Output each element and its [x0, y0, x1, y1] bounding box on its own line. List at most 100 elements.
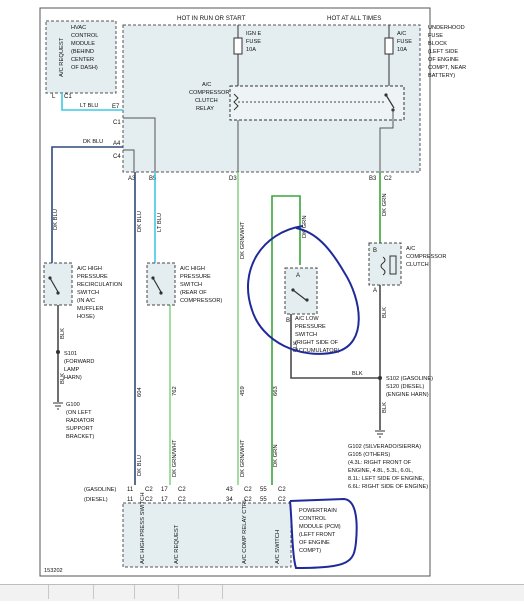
- hvac-line3: MODULE: [71, 41, 95, 47]
- pcm-input-ac-request: A/C REQUEST: [174, 524, 180, 564]
- hp-switch-line3: SWITCH: [180, 282, 202, 288]
- header-hot-in-run: HOT IN RUN OR START: [177, 15, 246, 22]
- pin-a3: A3: [128, 176, 136, 182]
- toolbar-tab-1[interactable]: [0, 585, 49, 599]
- s101-line1: S101: [64, 351, 77, 357]
- hp-switch-line2: PRESSURE: [180, 274, 211, 280]
- hvac-pin-c1: C1: [64, 94, 72, 100]
- g102-line1: G102 (SILVERADO/SIERRA): [348, 444, 421, 450]
- blk-label-recirc: BLK: [60, 328, 66, 339]
- g102-line5: 8.1L: LEFT SIDE OF ENGINE,: [348, 476, 425, 482]
- hvac-line2: CONTROL: [71, 33, 98, 39]
- svg-text:C2: C2: [178, 487, 186, 493]
- ign-fuse-line3: 10A: [246, 47, 256, 53]
- hvac-line4: (BEHIND: [71, 49, 94, 55]
- header-hot-at-all-times: HOT AT ALL TIMES: [327, 15, 381, 22]
- wire-459-number: 459: [240, 386, 246, 396]
- blk-label-lp: BLK: [293, 341, 299, 352]
- fuse-block-line6: COMPT, NEAR: [428, 65, 466, 71]
- ign-fuse-symbol: [233, 37, 243, 55]
- lt-blu-label-top: LT BLU: [80, 103, 98, 109]
- ground-icon-g102: [375, 430, 385, 438]
- pin-b5: B5: [149, 176, 157, 182]
- ground-icon-g100: [53, 402, 63, 410]
- pcm-input-hp-switch: A/C HIGH PRESS SWITCH: [140, 492, 146, 564]
- relay-line4: RELAY: [196, 106, 214, 112]
- hp-recirc-line5: (IN A/C: [77, 298, 95, 304]
- svg-text:17: 17: [161, 487, 168, 493]
- wire-604-label: DK BLU: [137, 211, 143, 232]
- fuse-block-line5: OF ENGINE: [428, 57, 459, 63]
- toolbar-tab-4[interactable]: [134, 585, 179, 599]
- g100-line3: RADIATOR: [66, 418, 94, 424]
- hvac-module-box: [45, 20, 117, 94]
- fuse-block-line7: BATTERY): [428, 73, 455, 79]
- svg-text:43: 43: [226, 487, 233, 493]
- fuse-block-line3: BLOCK: [428, 41, 447, 47]
- fuse-block-line4: (LEFT SIDE: [428, 49, 458, 55]
- wire-762-label: DK GRN/WHT: [172, 439, 178, 477]
- ac-fuse-line2: FUSE: [397, 39, 412, 45]
- lp-switch-line3: SWITCH: [295, 332, 317, 338]
- g100-line2: (ON LEFT: [66, 410, 92, 416]
- lp-switch-icon: [292, 289, 307, 301]
- pcm-input-ac-switch: A/C SWITCH: [275, 530, 281, 564]
- wire-459-label: DK GRN/WHT: [240, 221, 246, 259]
- s101-line3: LAMP: [64, 367, 80, 373]
- svg-text:17: 17: [161, 497, 168, 503]
- internal-b3-route: [379, 110, 394, 172]
- hp-recirc-switch-box: [43, 262, 73, 306]
- svg-text:11: 11: [127, 487, 134, 493]
- relay-line1: A/C: [202, 82, 211, 88]
- wire-604-number: 604: [137, 387, 143, 397]
- toolbar-tab-2[interactable]: [48, 585, 94, 599]
- figure-id: 153202: [44, 568, 63, 574]
- wire-459-label-bottom: DK GRN/WHT: [240, 439, 246, 477]
- clutch-line2: COMPRESSOR: [406, 254, 446, 260]
- clutch-coil-icon: [380, 256, 386, 276]
- toolbar-tab-5[interactable]: [178, 585, 223, 599]
- hp-switch-line5: COMPRESSOR): [180, 298, 222, 304]
- pcm-input-relay-ctrl: A/C COMP RELAY CTRL: [242, 498, 248, 564]
- g100-line1: G100: [66, 402, 80, 408]
- pin-c4: C4: [113, 154, 121, 160]
- hp-switch-line4: (REAR OF: [180, 290, 207, 296]
- diagram-frame: [39, 7, 431, 577]
- pcm-line4: (LEFT FRONT: [299, 532, 336, 538]
- blk-label-recirc-2: BLK: [60, 373, 66, 384]
- ac-fuse-line3: 10A: [397, 47, 407, 53]
- svg-text:34: 34: [226, 497, 233, 503]
- g102-line2: G105 (OTHERS): [348, 452, 390, 458]
- hvac-line5: CENTER: [71, 57, 94, 63]
- g102-line4: ENGINE, 4.8L, 5.3L, 6.0L,: [348, 468, 413, 474]
- wire-dk-blu-a4: [51, 146, 123, 265]
- svg-text:C2: C2: [244, 497, 252, 503]
- lp-switch-box: [284, 267, 318, 315]
- relay-line3: CLUTCH: [195, 98, 218, 104]
- hvac-pin-l: L: [52, 94, 56, 100]
- g100-line5: BRACKET): [66, 434, 94, 440]
- pcm-line3: MODULE (PCM): [299, 524, 341, 530]
- s102-line3: (ENGINE HARN): [386, 392, 429, 398]
- s101-line4: HARN): [64, 375, 82, 381]
- hp-switch-box: [146, 262, 176, 306]
- pin-b3: B3: [369, 176, 377, 182]
- pcm-line5: OF ENGINE: [299, 540, 330, 546]
- svg-text:C2: C2: [178, 497, 186, 503]
- svg-text:55: 55: [260, 497, 267, 503]
- lp-switch-line1: A/C LOW: [295, 316, 319, 322]
- s101-splice: [56, 350, 60, 354]
- lp-switch-line5: ACCUMULATOR): [295, 348, 340, 354]
- wire-762-number: 762: [172, 386, 178, 396]
- lp-dk-grn-label: DK GRN: [302, 215, 308, 238]
- clutch-pin-b: B: [373, 248, 377, 254]
- wire-663-label: DK GRN: [273, 444, 279, 467]
- hp-recirc-line2: PRESSURE: [77, 274, 108, 280]
- pin-d3: D3: [229, 176, 237, 182]
- s101-line2: (FORWARD: [64, 359, 94, 365]
- relay-line2: COMPRESSOR: [189, 90, 229, 96]
- toolbar-tab-3[interactable]: [93, 585, 135, 599]
- svg-text:C2: C2: [278, 497, 286, 503]
